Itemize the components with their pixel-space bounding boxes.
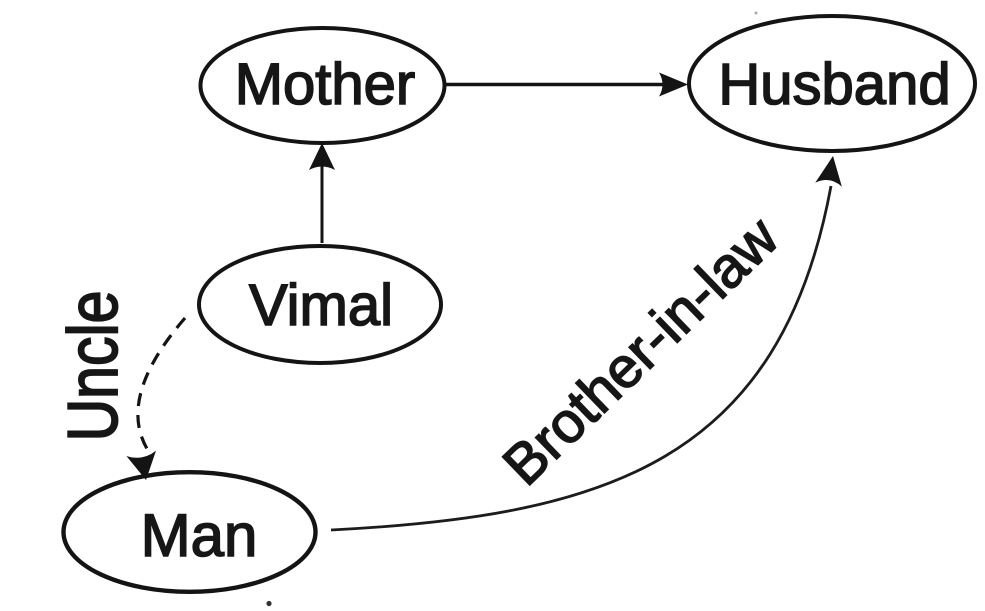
- svg-text:Vimal: Vimal: [249, 273, 393, 338]
- svg-text:Man: Man: [141, 502, 258, 569]
- svg-text:Mother: Mother: [235, 52, 416, 117]
- svg-text:Uncle: Uncle: [53, 291, 132, 442]
- svg-text:Husband: Husband: [718, 52, 950, 117]
